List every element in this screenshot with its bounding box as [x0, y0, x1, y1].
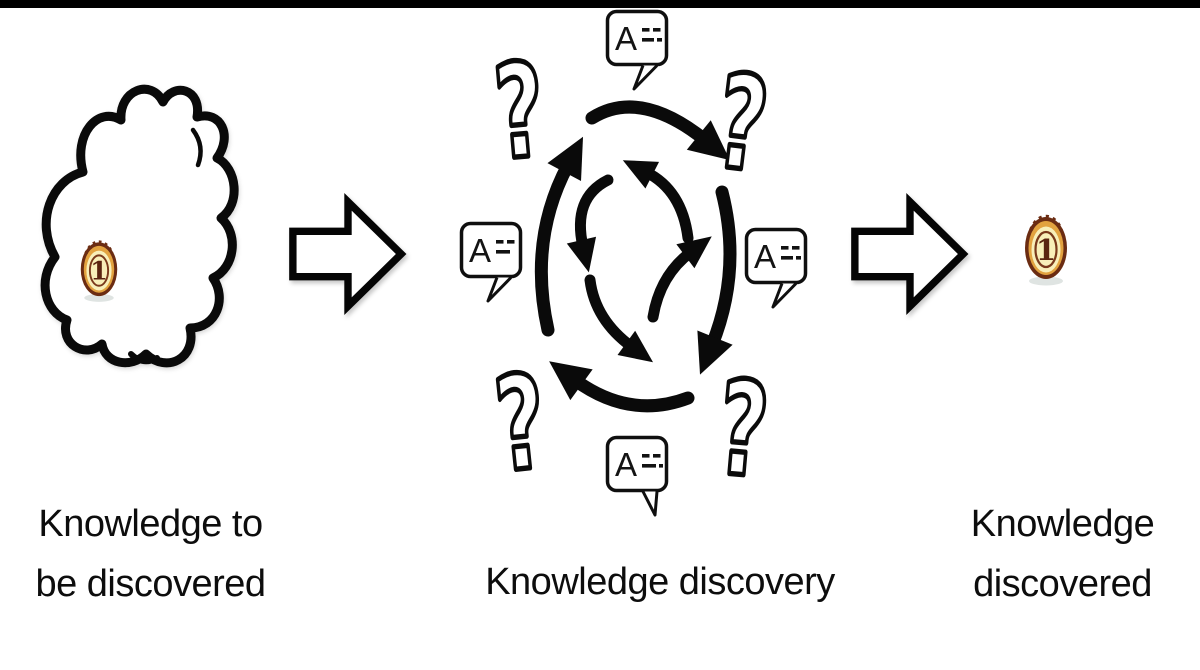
- inner-arc-left: [574, 174, 614, 253]
- inner-arc-top: [640, 166, 694, 244]
- cloud-accent-stroke: [128, 351, 160, 365]
- bubble-tail: [632, 64, 659, 91]
- annotation-bubble-icon: A: [605, 435, 669, 517]
- label-line: Knowledge to: [38, 503, 263, 545]
- inner-arc-bottom: [584, 274, 638, 353]
- arrowhead: [549, 361, 593, 401]
- thought-cloud-icon: [40, 84, 239, 368]
- cloud-accent-stroke: [190, 127, 203, 168]
- bubble-letter: A: [615, 446, 637, 483]
- coin-value: 1: [1036, 233, 1056, 267]
- outer-arc-right: [705, 185, 737, 352]
- annotation-bubble-icon: A: [459, 221, 523, 303]
- svg-text:?: ?: [489, 35, 551, 189]
- bubble-tail: [771, 282, 798, 309]
- label-knowledge-discovered: Knowledge discovered: [950, 494, 1175, 614]
- label-knowledge-discovery: Knowledge discovery: [485, 561, 835, 603]
- arrowhead: [617, 330, 654, 363]
- bubble-tail: [486, 276, 513, 303]
- question-mark-icon: ?: [487, 344, 556, 503]
- top-letterbox-bar: [0, 0, 1200, 8]
- coin-icon: 1: [1025, 214, 1067, 286]
- question-mark-icon: ?: [487, 33, 553, 192]
- coin-ridges: [1029, 214, 1063, 231]
- coin-shadow: [1029, 276, 1063, 286]
- bubble-letter: A: [754, 238, 776, 275]
- process-arrow-right: [851, 193, 969, 315]
- outer-arc-top: [585, 100, 712, 147]
- annotation-bubble-icon: A: [744, 227, 808, 309]
- arrowhead: [566, 236, 597, 273]
- label-line: be discovered: [35, 563, 266, 605]
- question-mark-icon: ?: [710, 351, 776, 510]
- coin-value: 1: [90, 256, 108, 286]
- coin-icon: 1: [80, 240, 118, 302]
- arrowhead: [547, 136, 584, 181]
- arrowhead: [686, 120, 730, 161]
- label-knowledge-to-be-discovered: Knowledge to be discovered: [8, 494, 293, 614]
- arrowhead: [622, 160, 660, 189]
- question-mark-icon: ?: [706, 44, 777, 204]
- arrowhead: [676, 236, 712, 269]
- inner-arc-right: [647, 246, 697, 323]
- svg-text:?: ?: [712, 353, 774, 507]
- svg-text:?: ?: [709, 46, 776, 201]
- outer-arc-bottom: [568, 373, 695, 413]
- bubble-letter: A: [615, 20, 637, 57]
- outer-arc-left: [534, 158, 575, 337]
- label-line: Knowledge: [970, 503, 1155, 545]
- bubble-letter: A: [469, 232, 491, 269]
- process-arrow-left: [289, 193, 407, 315]
- cloud-outline: [40, 84, 239, 368]
- arrowhead: [697, 330, 733, 375]
- svg-text:?: ?: [489, 347, 553, 502]
- annotation-bubble-icon: A: [605, 9, 669, 91]
- coin-shadow: [84, 294, 114, 302]
- coin-ridges: [84, 240, 114, 255]
- label-line: discovered: [973, 563, 1152, 605]
- bubble-tail: [641, 490, 659, 517]
- cycle-arrows-icon: [534, 100, 737, 413]
